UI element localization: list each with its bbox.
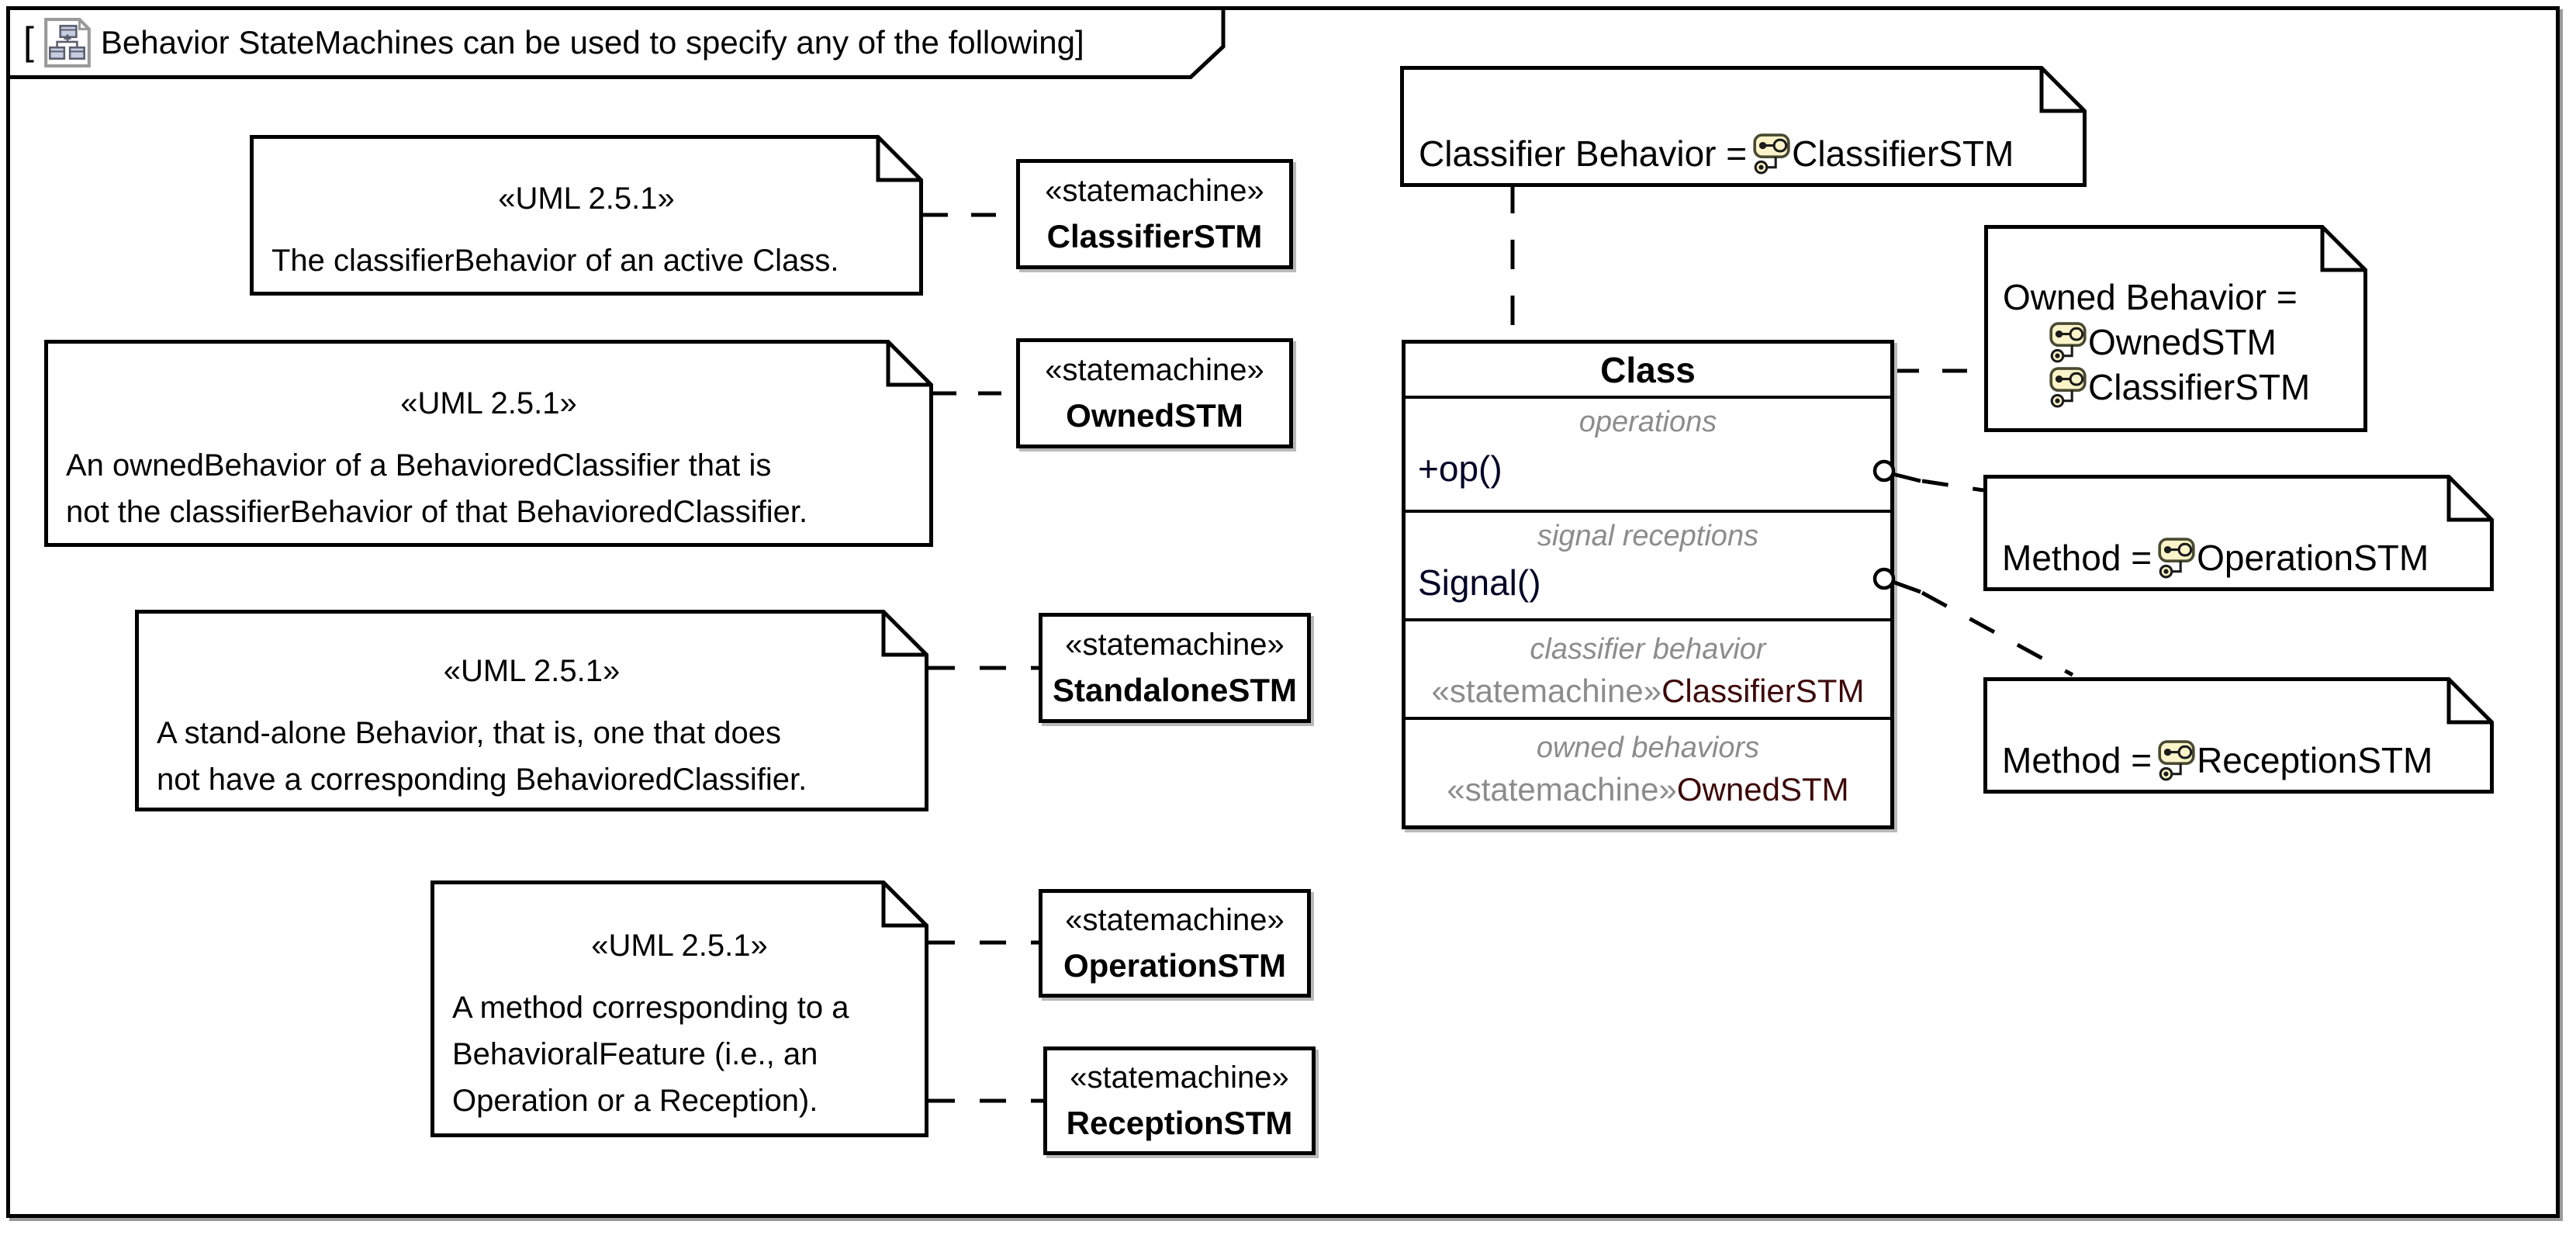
statemachine-box-classifierstm[interactable]: «statemachine» ClassifierSTM bbox=[1016, 159, 1293, 269]
statemachine-box-ownedstm[interactable]: «statemachine» OwnedSTM bbox=[1016, 338, 1293, 448]
statemachine-box-operationstm[interactable]: «statemachine» OperationSTM bbox=[1039, 889, 1311, 998]
class-box[interactable]: Class operations +op() signal receptions… bbox=[1402, 340, 1894, 829]
statemachine-box-receptionstm[interactable]: «statemachine» ReceptionSTM bbox=[1043, 1046, 1316, 1155]
note-prefix: Method = bbox=[2002, 740, 2152, 780]
note-text-line: not the classifierBehavior of that Behav… bbox=[66, 495, 808, 529]
compartment-owned-behaviors[interactable]: owned behaviors «statemachine»OwnedSTM bbox=[1406, 717, 1890, 825]
note-value: OperationSTM bbox=[2197, 538, 2429, 578]
note-text-line: An ownedBehavior of a BehavioredClassifi… bbox=[66, 448, 772, 483]
note-prefix: Method = bbox=[2002, 538, 2152, 578]
uml-stereotype: «UML 2.5.1» bbox=[400, 386, 577, 420]
compartment-label: signal receptions bbox=[1537, 520, 1759, 552]
compartment-label: classifier behavior bbox=[1530, 633, 1766, 666]
note-owned-behavior[interactable]: «UML 2.5.1» An ownedBehavior of a Behavi… bbox=[44, 340, 933, 547]
statemachine-icon bbox=[2156, 739, 2197, 781]
classifier-behavior-ref[interactable]: «statemachine»ClassifierSTM bbox=[1431, 673, 1865, 709]
statemachine-name: StandaloneSTM bbox=[1052, 671, 1298, 708]
statemachine-name: ReceptionSTM bbox=[1066, 1104, 1293, 1141]
note-text-line: A stand-alone Behavior, that is, one tha… bbox=[157, 715, 781, 750]
statemachine-stereotype: «statemachine» bbox=[1065, 902, 1285, 937]
statemachine-name: OperationSTM bbox=[1063, 946, 1286, 984]
statemachine-name: OwnedSTM bbox=[1066, 396, 1243, 434]
uml-stereotype: «UML 2.5.1» bbox=[591, 929, 768, 963]
note-classifier-behavior-value[interactable]: Classifier Behavior = ClassifierSTM bbox=[1400, 66, 2087, 187]
note-standalone-behavior[interactable]: «UML 2.5.1» A stand-alone Behavior, that… bbox=[135, 610, 928, 811]
compartment-label: operations bbox=[1578, 406, 1717, 438]
statemachine-stereotype: «statemachine» bbox=[1045, 352, 1264, 387]
compartment-classifier-behavior[interactable]: classifier behavior «statemachine»Classi… bbox=[1406, 618, 1890, 717]
operation-item[interactable]: +op() bbox=[1418, 448, 1502, 489]
statemachine-icon bbox=[1751, 133, 1792, 175]
owned-behavior-ref[interactable]: «statemachine»OwnedSTM bbox=[1447, 771, 1849, 808]
diagram-title: Behavior StateMachines can be used to sp… bbox=[100, 24, 1084, 61]
diagram-frame-header[interactable]: [ Behavior StateMachines can be used to … bbox=[6, 6, 1226, 79]
uml-stereotype: «UML 2.5.1» bbox=[498, 182, 675, 216]
owned-behavior-item: OwnedSTM bbox=[2003, 320, 2360, 365]
diagram-frame bbox=[6, 6, 2560, 1218]
note-text-line: The classifierBehavior of an active Clas… bbox=[271, 244, 839, 278]
note-method-operation-value[interactable]: Method = OperationSTM bbox=[1983, 475, 2494, 591]
class-diagram-icon bbox=[43, 17, 92, 68]
compartment-label: owned behaviors bbox=[1536, 732, 1760, 764]
statemachine-stereotype: «statemachine» bbox=[1045, 173, 1264, 208]
uml-stereotype: «UML 2.5.1» bbox=[443, 653, 621, 688]
note-text-line: Operation or a Reception). bbox=[452, 1084, 818, 1118]
note-prefix: Owned Behavior = bbox=[2003, 277, 2298, 317]
statemachine-stereotype: «statemachine» bbox=[1070, 1060, 1289, 1095]
owned-behavior-item: ClassifierSTM bbox=[2003, 365, 2360, 410]
frame-header-shape bbox=[6, 6, 1226, 79]
compartment-operations[interactable]: operations +op() bbox=[1406, 396, 1890, 510]
statemachine-name: ClassifierSTM bbox=[1046, 217, 1263, 254]
note-text-line: not have a corresponding BehavioredClass… bbox=[157, 762, 807, 797]
statemachine-icon bbox=[2048, 366, 2088, 408]
note-text-line: BehavioralFeature (i.e., an bbox=[452, 1037, 818, 1071]
statemachine-icon bbox=[2048, 321, 2088, 363]
note-owned-behavior-value[interactable]: Owned Behavior = OwnedSTM ClassifierSTM bbox=[1984, 225, 2367, 432]
note-classifier-behavior[interactable]: «UML 2.5.1» The classifierBehavior of an… bbox=[250, 135, 923, 296]
signal-item[interactable]: Signal() bbox=[1418, 562, 1541, 603]
note-method-behavior[interactable]: «UML 2.5.1» A method corresponding to a … bbox=[430, 880, 928, 1137]
statemachine-stereotype: «statemachine» bbox=[1065, 627, 1285, 662]
note-value: ReceptionSTM bbox=[2197, 740, 2433, 780]
note-value: ClassifierSTM bbox=[1792, 133, 2014, 174]
compartment-signal-receptions[interactable]: signal receptions Signal() bbox=[1406, 510, 1890, 618]
note-text-line: A method corresponding to a bbox=[452, 991, 849, 1025]
note-prefix: Classifier Behavior = bbox=[1419, 133, 1748, 174]
note-method-reception-value[interactable]: Method = ReceptionSTM bbox=[1983, 677, 2494, 794]
class-title: Class bbox=[1600, 349, 1696, 390]
statemachine-box-standalonestm[interactable]: «statemachine» StandaloneSTM bbox=[1039, 613, 1311, 723]
statemachine-icon bbox=[2156, 537, 2197, 579]
header-open-bracket: [ bbox=[23, 19, 34, 63]
